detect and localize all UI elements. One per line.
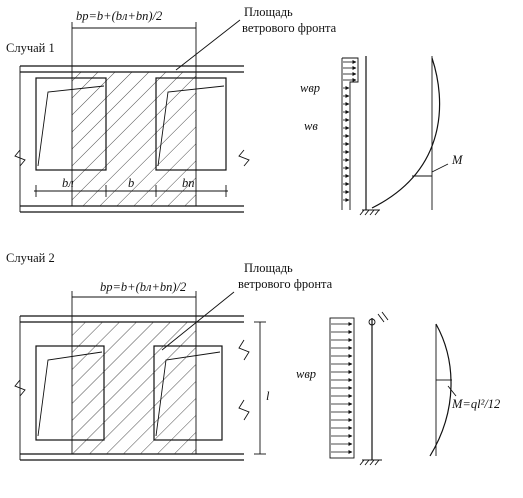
case2-load-arrows <box>331 322 353 454</box>
case1-area-leader <box>175 19 241 71</box>
case1-area-label-1: Площадь <box>244 5 293 19</box>
case1-load-label-mid: wв <box>304 119 318 133</box>
case1-moment-label: M <box>451 153 463 167</box>
case1-support <box>359 209 380 216</box>
case1-load-label-top: wвp <box>300 81 320 95</box>
case2-break-left <box>14 379 26 397</box>
case2-wind-front-area <box>72 322 196 454</box>
case2-formula: bp=b+(bл+bп)/2 <box>100 280 186 294</box>
case2-window-right <box>153 345 223 441</box>
case1-moment-diagram: M <box>359 56 463 216</box>
case1-area-label-2: ветрового фронта <box>242 21 337 35</box>
case2-area-label-2: ветрового фронта <box>238 277 333 291</box>
case1-window-left-sash <box>37 85 105 167</box>
case2-moment-curve <box>429 323 452 457</box>
case1-dim-left: bл <box>62 176 74 190</box>
case1-moment-curve <box>371 57 441 209</box>
case2-area-label-1: Площадь <box>244 261 293 275</box>
case1-window-left <box>35 77 107 171</box>
case1-dim-right: bп <box>182 176 195 190</box>
case1-formula: bp=b+(bл+bп)/2 <box>76 9 162 23</box>
case2-moment-leader <box>447 385 457 397</box>
case1-wind-front-area <box>72 72 196 206</box>
case1-load-outline <box>342 57 359 210</box>
case2-moment-diagram: M=ql²/12 <box>359 311 500 466</box>
case1-window-right-sash <box>157 85 225 167</box>
case2-window-left-sash <box>37 351 103 437</box>
case2-window-left <box>35 345 105 441</box>
case1-load-diagram: wвp wв <box>300 57 359 210</box>
case1-window-right <box>155 77 227 171</box>
case2-window-right-sash <box>155 351 221 437</box>
case2-load-outline <box>329 317 355 459</box>
case2-bottom-support <box>359 459 382 466</box>
case2-group: Случай 2 bp=b+(bл+bп)/2 Площадь ветровог… <box>6 251 500 466</box>
case2-load-diagram: wвp <box>296 317 355 459</box>
case2-height-label: l <box>266 389 270 403</box>
case2-top-support <box>377 311 389 323</box>
case1-moment-leader <box>431 163 449 173</box>
case1-load-arrows <box>343 60 357 202</box>
case2-load-label: wвp <box>296 367 316 381</box>
case2-title: Случай 2 <box>6 251 55 265</box>
case2-break-right <box>238 339 250 421</box>
case1-group: Случай 1 bp=b+(bл+bп)/2 Площадь ветровог… <box>6 5 463 216</box>
case2-moment-label: M=ql²/12 <box>451 397 500 411</box>
case1-break-right <box>238 149 250 167</box>
case1-dim-mid: b <box>128 176 134 190</box>
case1-break-left <box>14 149 26 167</box>
case1-title: Случай 1 <box>6 41 55 55</box>
case2-hinge <box>368 318 376 326</box>
